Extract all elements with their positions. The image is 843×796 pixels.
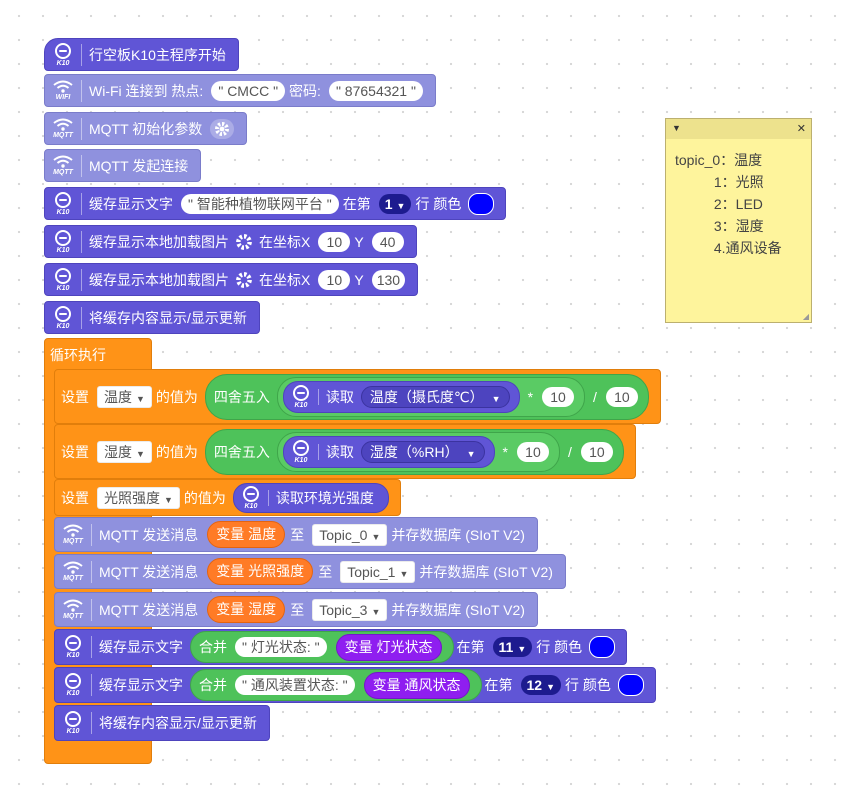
join-block[interactable]: 合并 " 通风装置状态: " 变量 通风状态 [190, 669, 482, 701]
topic-dropdown[interactable]: Topic_3▼ [312, 598, 388, 621]
cache-text-block[interactable]: K10 缓存显示文字 合并 " 通风装置状态: " 变量 通风状态 在第 12▼… [54, 667, 656, 703]
k10-icon: K10 [284, 437, 318, 467]
text-input[interactable]: " 通风装置状态: " [235, 675, 355, 695]
wifi-icon: WIFI [45, 75, 81, 106]
row-dropdown[interactable]: 11▼ [492, 637, 533, 657]
gear-icon[interactable] [210, 118, 235, 139]
password-input[interactable]: " 87654321 " [328, 80, 423, 101]
text-input[interactable]: " 灯光状态: " [235, 637, 327, 657]
read-sensor-block[interactable]: K10 读取 湿度（%RH）▼ [282, 435, 495, 468]
round-block[interactable]: 四舍五入 K10 读取 湿度（%RH）▼ * 10 / 10 [204, 428, 624, 475]
k10-icon: K10 [45, 264, 81, 295]
cache-text-block[interactable]: K10 缓存显示文字 " 智能种植物联网平台 " 在第 1▼ 行 颜色 [44, 187, 507, 220]
variable-reporter[interactable]: 变量 灯光状态 [335, 633, 442, 661]
mqtt-send-block[interactable]: MQTT MQTT 发送消息 变量 温度 至 Topic_0▼ 并存数据库 (S… [54, 517, 538, 552]
cache-text-block[interactable]: K10 缓存显示文字 合并 " 灯光状态: " 变量 灯光状态 在第 11▼ 行… [54, 629, 628, 665]
topic-dropdown[interactable]: Topic_1▼ [340, 560, 416, 583]
k10-icon: K10 [55, 668, 91, 702]
k10-icon: K10 [45, 226, 81, 257]
read-sensor-block[interactable]: K10 读取 温度（摄氏度℃）▼ [282, 380, 520, 413]
comment-note[interactable]: ▼ ✕ topic_0：温度 1：光照 2：LED 3：湿度 4.通风设备 ◢ [665, 118, 812, 323]
divisor-input[interactable]: 10 [580, 441, 613, 462]
set-temperature-block[interactable]: 设置 温度▼ 的值为 四舍五入 K10 读取 温度（摄氏度℃）▼ * 10 / … [54, 369, 661, 424]
comment-header[interactable]: ▼ ✕ [666, 119, 811, 139]
cache-image-block[interactable]: K10 缓存显示本地加载图片 在坐标X 10 Y 130 [44, 263, 419, 296]
k10-icon: K10 [284, 382, 318, 412]
show-cache-block[interactable]: K10 将缓存内容显示/显示更新 [44, 301, 260, 334]
read-light-block[interactable]: K10 读取环境光强度 [232, 482, 389, 513]
row-dropdown[interactable]: 1▼ [378, 193, 412, 214]
mqtt-send-block[interactable]: MQTT MQTT 发送消息 变量 光照强度 至 Topic_1▼ 并存数据库 … [54, 554, 566, 589]
set-humidity-block[interactable]: 设置 湿度▼ 的值为 四舍五入 K10 读取 湿度（%RH）▼ * 10 / 1… [54, 424, 636, 479]
color-swatch[interactable] [589, 636, 616, 658]
k10-icon: K10 [234, 484, 268, 512]
mqtt-send-block[interactable]: MQTT MQTT 发送消息 变量 湿度 至 Topic_3▼ 并存数据库 (S… [54, 592, 538, 627]
mqtt-icon: MQTT [45, 150, 81, 181]
cache-image-block[interactable]: K10 缓存显示本地加载图片 在坐标X 10 Y 40 [44, 225, 417, 258]
k10-icon: K10 [45, 39, 81, 70]
y-input[interactable]: 130 [371, 269, 406, 290]
multiplier-input[interactable]: 10 [542, 386, 575, 407]
show-cache-block[interactable]: K10 将缓存内容显示/显示更新 [54, 705, 270, 741]
multiply-block[interactable]: K10 读取 湿度（%RH）▼ * 10 [276, 431, 560, 472]
mqtt-icon: MQTT [55, 593, 91, 626]
color-swatch[interactable] [617, 674, 644, 696]
ssid-input[interactable]: " CMCC " [211, 80, 286, 101]
variable-reporter[interactable]: 变量 湿度 [207, 596, 286, 623]
x-input[interactable]: 10 [318, 231, 351, 252]
round-block[interactable]: 四舍五入 K10 读取 温度（摄氏度℃）▼ * 10 / 10 [204, 373, 649, 420]
variable-dropdown[interactable]: 温度▼ [97, 385, 152, 408]
collapse-icon[interactable]: ▼ [672, 123, 681, 133]
gear-icon[interactable] [235, 233, 253, 251]
mqtt-icon: MQTT [55, 518, 91, 551]
mqtt-connect-block[interactable]: MQTT MQTT 发起连接 [44, 149, 202, 182]
resize-handle-icon[interactable]: ◢ [802, 312, 809, 321]
comment-text[interactable]: topic_0：温度 1：光照 2：LED 3：湿度 4.通风设备 [675, 152, 782, 256]
text-input[interactable]: " 智能种植物联网平台 " [181, 193, 339, 214]
sensor-dropdown[interactable]: 湿度（%RH）▼ [360, 440, 485, 463]
k10-icon: K10 [55, 630, 91, 664]
variable-dropdown[interactable]: 光照强度▼ [97, 486, 180, 509]
mqtt-init-block[interactable]: MQTT MQTT 初始化参数 [44, 112, 248, 145]
program-start-block[interactable]: K10 行空板K10主程序开始 [44, 38, 239, 71]
close-icon[interactable]: ✕ [796, 123, 806, 135]
join-block[interactable]: 合并 " 灯光状态: " 变量 灯光状态 [190, 631, 454, 663]
multiply-block[interactable]: K10 读取 温度（摄氏度℃）▼ * 10 [276, 376, 586, 417]
x-input[interactable]: 10 [318, 269, 351, 290]
topic-dropdown[interactable]: Topic_0▼ [312, 523, 388, 546]
sensor-dropdown[interactable]: 温度（摄氏度℃）▼ [360, 385, 510, 408]
variable-reporter[interactable]: 变量 光照强度 [207, 558, 314, 585]
row-dropdown[interactable]: 12▼ [520, 675, 561, 695]
k10-icon: K10 [55, 706, 91, 740]
y-input[interactable]: 40 [371, 231, 404, 252]
mqtt-icon: MQTT [45, 113, 81, 144]
variable-reporter[interactable]: 变量 温度 [207, 521, 286, 548]
color-swatch[interactable] [468, 192, 495, 215]
variable-dropdown[interactable]: 湿度▼ [97, 440, 152, 463]
gear-icon[interactable] [235, 271, 253, 289]
mqtt-icon: MQTT [55, 555, 91, 588]
set-light-block[interactable]: 设置 光照强度▼ 的值为 K10 读取环境光强度 [54, 479, 401, 516]
k10-icon: K10 [45, 188, 81, 219]
k10-icon: K10 [45, 302, 81, 333]
divisor-input[interactable]: 10 [605, 386, 638, 407]
variable-reporter[interactable]: 变量 通风状态 [363, 671, 470, 699]
wifi-connect-block[interactable]: WIFI Wi-Fi 连接到 热点: " CMCC " 密码: " 876543… [44, 74, 436, 107]
loop-label: 循环执行 [50, 347, 106, 363]
multiplier-input[interactable]: 10 [516, 441, 549, 462]
